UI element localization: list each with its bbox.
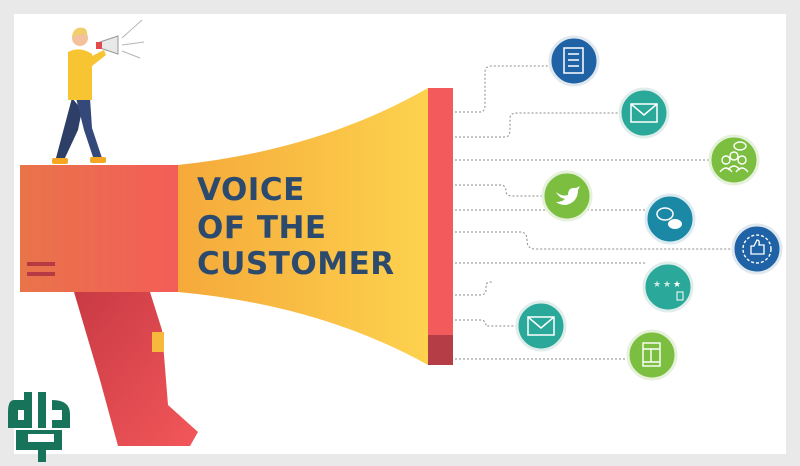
thumbs-up-badge-icon <box>742 234 772 264</box>
vent-line <box>27 262 55 266</box>
megaphone-handle <box>74 292 198 446</box>
brand-logo <box>8 392 70 462</box>
vent-line <box>27 272 55 276</box>
channel-email-2 <box>515 300 567 352</box>
headline-line-2: OF THE <box>197 210 327 246</box>
connector-lines <box>455 65 734 360</box>
svg-text:★: ★ <box>663 280 671 290</box>
channel-email <box>618 87 670 139</box>
headline-line-3: CUSTOMER <box>197 246 395 282</box>
megaphone: VOICE OF THE CUSTOMER <box>20 88 453 446</box>
channel-web-form <box>626 329 678 381</box>
channel-community <box>708 134 760 186</box>
person-with-megaphone <box>52 19 145 164</box>
channel-twitter <box>541 170 593 222</box>
channel-survey-document <box>548 35 600 87</box>
megaphone-rim <box>428 88 453 335</box>
survey-document-icon <box>563 47 584 74</box>
svg-text:★: ★ <box>653 280 661 290</box>
megaphone-rim-shadow <box>428 335 453 365</box>
email-icon <box>630 103 658 123</box>
channel-badge <box>731 223 783 275</box>
svg-text:★: ★ <box>673 280 681 290</box>
chat-bubbles-icon <box>656 207 682 229</box>
megaphone-cone <box>178 88 428 365</box>
channel-chat <box>644 193 696 245</box>
community-group-icon <box>719 141 749 173</box>
email-icon <box>527 316 555 336</box>
twitter-icon <box>556 186 580 205</box>
channel-rating: ★★★ <box>642 261 694 313</box>
trigger <box>152 332 164 352</box>
headline-line-1: VOICE <box>197 172 305 208</box>
web-form-icon <box>642 342 661 367</box>
star-rating-icon: ★★★ <box>653 280 681 290</box>
megaphone-body <box>20 165 178 292</box>
